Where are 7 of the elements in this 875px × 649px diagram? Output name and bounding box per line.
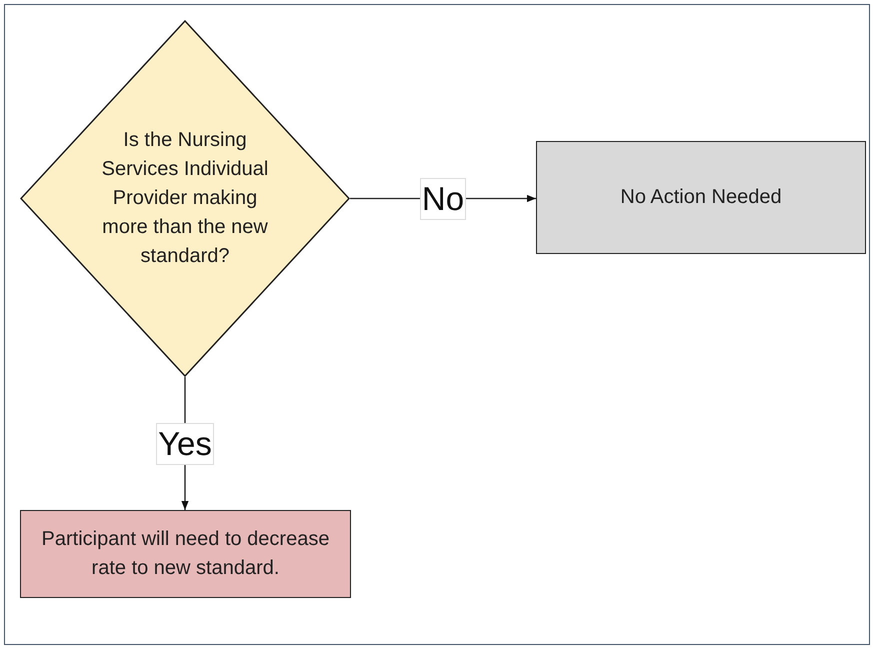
edge-label: No bbox=[420, 178, 466, 220]
edge-label: Yes bbox=[156, 422, 214, 464]
process-box bbox=[20, 510, 351, 598]
node-text: No Action Needed bbox=[619, 185, 783, 210]
node-text: Is the Nursing Services Individual Provider making more than the new standard? bbox=[100, 128, 270, 269]
process-box bbox=[536, 141, 866, 254]
node-text: Participant will need to decrease rate to new standard. bbox=[40, 527, 330, 581]
